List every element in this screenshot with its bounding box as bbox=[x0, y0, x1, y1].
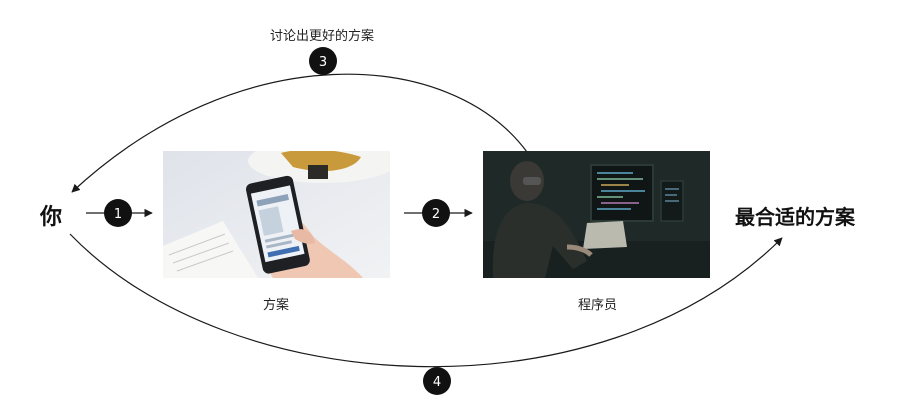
step-badge-4: 4 bbox=[423, 367, 451, 395]
direct-arc bbox=[69, 233, 783, 368]
step-badge-1: 1 bbox=[104, 199, 132, 227]
svg-text:3: 3 bbox=[319, 55, 327, 70]
svg-text:1: 1 bbox=[114, 207, 122, 222]
phone-in-hand-image bbox=[163, 151, 390, 278]
programmer-caption: 程序员 bbox=[578, 298, 618, 313]
svg-text:2: 2 bbox=[432, 207, 440, 222]
step-badge-3: 3 bbox=[309, 47, 337, 75]
step-badge-2: 2 bbox=[422, 199, 450, 227]
programmer-at-desk-image bbox=[483, 151, 710, 278]
plan-photo bbox=[163, 151, 390, 278]
programmer-photo bbox=[483, 151, 710, 278]
source-node-you: 你 bbox=[40, 205, 63, 230]
svg-text:4: 4 bbox=[433, 375, 441, 390]
target-node-best-plan: 最合适的方案 bbox=[735, 205, 855, 229]
discussion-label: 讨论出更好的方案 bbox=[270, 29, 375, 44]
plan-caption: 方案 bbox=[263, 298, 290, 313]
feedback-arc bbox=[71, 73, 528, 193]
